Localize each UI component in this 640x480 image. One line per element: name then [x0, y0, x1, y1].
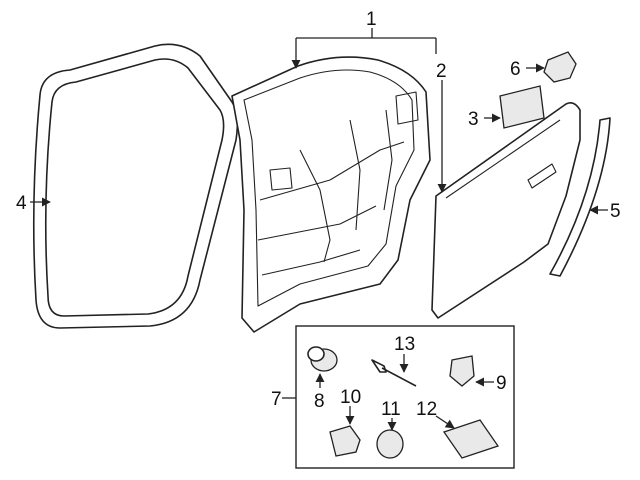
outer-door-panel	[431, 102, 581, 319]
callout-3: 3	[468, 109, 479, 130]
hardware-kit	[295, 325, 515, 469]
callout-4: 4	[16, 193, 27, 214]
weatherstrip-seal	[32, 43, 239, 329]
callout-10: 10	[340, 387, 361, 408]
clip-10	[329, 425, 361, 457]
callout-6: 6	[510, 59, 521, 80]
leader-lines	[30, 28, 608, 431]
callout-8: 8	[314, 391, 325, 412]
push-pin	[307, 346, 338, 372]
callout-5: 5	[610, 201, 621, 222]
callout-1: 1	[366, 9, 377, 30]
belt-moulding	[549, 117, 611, 277]
callout-2: 2	[436, 61, 447, 82]
clip-9	[449, 355, 475, 387]
callout-12: 12	[416, 399, 437, 420]
callout-11: 11	[381, 399, 401, 420]
rivet	[371, 359, 417, 387]
callout-13: 13	[394, 334, 415, 355]
clip-6	[543, 51, 577, 83]
door-shell	[231, 56, 431, 333]
plug	[376, 429, 404, 459]
callout-9: 9	[496, 373, 507, 394]
callout-7: 7	[271, 389, 282, 410]
callout-labels: 1 2 3 4 5 6 7 8 9 10 11 12 13	[16, 9, 621, 420]
pad-12	[442, 419, 500, 459]
door-pad	[499, 85, 545, 129]
